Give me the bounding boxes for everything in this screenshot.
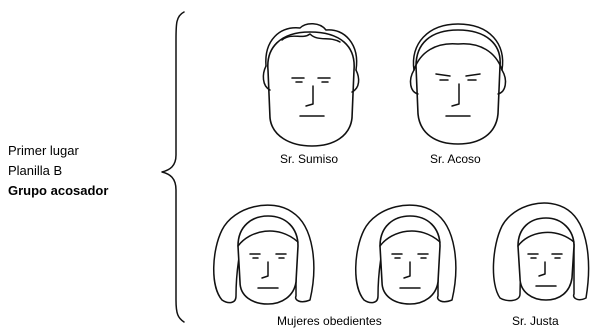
face-woman-1 [213, 204, 315, 305]
caption-mujeres-obedientes: Mujeres obedientes [277, 314, 382, 328]
face-sr-acoso [409, 23, 507, 145]
caption-sr-sumiso: Sr. Sumiso [280, 152, 339, 166]
label-grupo-acosador: Grupo acosador [8, 183, 109, 198]
face-sr-justa [492, 202, 590, 302]
face-woman-2 [355, 204, 457, 305]
label-primer-lugar: Primer lugar [8, 143, 79, 158]
group-label: Primer lugar Planilla B Grupo acosador [8, 141, 108, 201]
caption-sr-justa: Sr. Justa [512, 314, 559, 328]
face-sr-sumiso [262, 23, 360, 147]
label-planilla: Planilla B [8, 163, 63, 178]
curly-brace [161, 11, 185, 323]
caption-sr-acoso: Sr. Acoso [430, 152, 481, 166]
